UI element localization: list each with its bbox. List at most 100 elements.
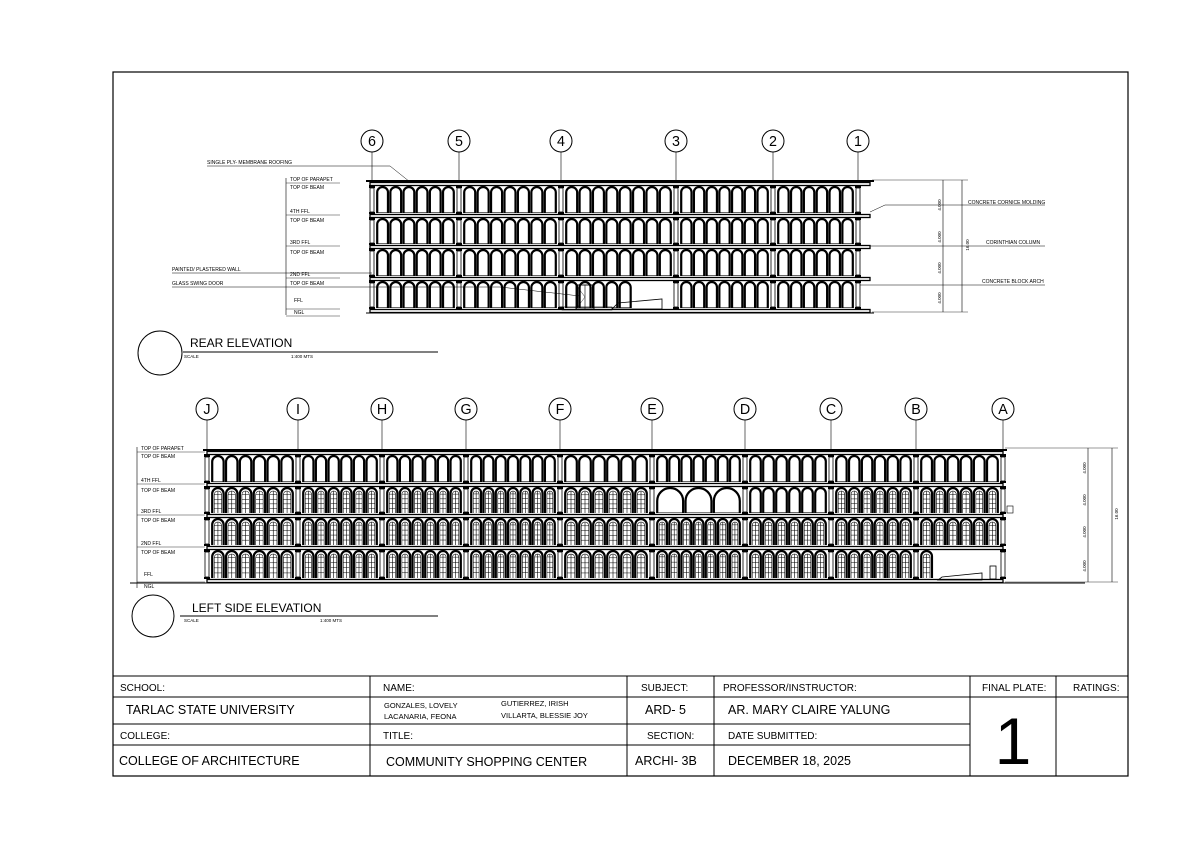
rear-elevation-title: REAR ELEVATION [190, 336, 292, 350]
arch-bay [402, 248, 416, 276]
arch-bay [680, 186, 693, 213]
rear-level-label: 2ND FFL [290, 272, 311, 278]
arch-bay [441, 185, 455, 213]
arch-bay [618, 280, 632, 308]
arch-bay [777, 249, 790, 276]
arch-bay [645, 217, 659, 244]
note-cornice-molding: CONCRETE CORNICE MOLDING [968, 200, 1045, 206]
corinthian-column [673, 248, 679, 277]
rear-level-label: TOP OF PARAPET [290, 177, 333, 183]
arch-bay [402, 185, 416, 213]
arch-bay [631, 217, 646, 244]
arch-bay [860, 550, 874, 578]
arch-bay [449, 454, 462, 482]
arch-bay [692, 248, 706, 276]
student-name: GUTIERREZ, IRISH [501, 699, 569, 708]
arch-bay [314, 455, 328, 482]
arch-bay [415, 217, 429, 244]
arch-bay [631, 185, 646, 213]
arch-bay [428, 249, 442, 276]
arch-bay [828, 185, 842, 213]
arch-bay [340, 454, 353, 482]
arch-bay [802, 186, 816, 213]
corinthian-column [913, 517, 919, 546]
sheet-border [112, 71, 1129, 777]
side-elevation-title: LEFT SIDE ELEVATION [192, 601, 321, 615]
arch-bay [775, 517, 788, 545]
final-plate-label: FINAL PLATE: [982, 683, 1046, 694]
arch-bay [985, 454, 999, 482]
arch-bay [494, 486, 507, 513]
arch-bay [519, 517, 532, 545]
arch-bay [211, 550, 225, 578]
drawing-marker-circle [137, 330, 183, 376]
arch-bay [743, 185, 757, 213]
arch-bay [224, 549, 239, 578]
side-elevation-title-block: LEFT SIDE ELEVATION SCALE 1:400 MTS [131, 594, 438, 638]
arch-bay [899, 487, 912, 513]
arch-bay [743, 217, 757, 244]
arch-bay [801, 486, 814, 513]
arch-bay [704, 549, 717, 578]
arch-bay [543, 517, 556, 545]
arch-bay [815, 281, 829, 308]
rear-level-label: TOP OF BEAM [290, 281, 324, 287]
arch-bay [668, 549, 681, 578]
corinthian-column [558, 185, 564, 214]
arch-bay [494, 549, 507, 578]
side-elevation-building [130, 449, 1085, 584]
arch-bay [506, 454, 520, 482]
arch-bay [463, 185, 477, 213]
arch-bay [788, 549, 801, 578]
arch-bay [302, 517, 315, 545]
corinthian-column [855, 280, 861, 309]
side-level-label: 3RD FFL [141, 509, 162, 515]
arch-bay [777, 281, 790, 308]
arch-bay [788, 486, 801, 513]
title-block-text: SCHOOL: TARLAC STATE UNIVERSITY COLLEGE:… [119, 683, 1119, 778]
arch-bay [476, 218, 490, 244]
arch-bay [841, 186, 854, 213]
arch-bay [692, 280, 706, 308]
arch-bay [656, 549, 669, 578]
arch-bay [815, 186, 829, 213]
arch-bay [899, 518, 912, 545]
arch-bay [449, 486, 462, 513]
balcony-detail [1006, 505, 1014, 514]
arch-bay [788, 517, 801, 545]
arch-bay [606, 486, 620, 513]
arch-bay [873, 455, 887, 482]
arch-bay [578, 454, 592, 482]
arch-bay [591, 217, 606, 244]
arch-bay [470, 549, 483, 578]
arch-bay [280, 455, 294, 482]
rear-level-label: 3RD FFL [290, 240, 311, 246]
arch-bay [489, 248, 504, 276]
arch-bay [476, 249, 490, 276]
corinthian-column [295, 486, 301, 514]
corinthian-column [463, 486, 469, 514]
arch-bay [730, 281, 744, 308]
arch-bay [415, 185, 429, 213]
arch-bay [428, 186, 442, 213]
section-value: ARCHI- 3B [635, 754, 697, 768]
arch-bay [680, 281, 693, 308]
arch-bay [592, 486, 606, 513]
arch-bay [777, 186, 790, 213]
corinthian-column [369, 185, 375, 214]
corinthian-column [557, 486, 563, 514]
rear-right-notes: CONCRETE CORNICE MOLDING CORINTHIAN COLU… [860, 200, 1045, 286]
side-dim-text: 4.000 [1082, 462, 1087, 474]
arch-bay [327, 549, 340, 578]
arch-bay [463, 280, 477, 308]
corinthian-column [379, 517, 385, 546]
arch-bay [835, 518, 848, 545]
rear-level-label: 4TH FFL [290, 209, 310, 215]
student-name: GONZALES, LOVELY [384, 701, 458, 710]
section-label: SECTION: [647, 731, 694, 742]
arch-bay [530, 186, 544, 213]
arch-bay [436, 518, 450, 545]
arch-bay [543, 185, 557, 213]
arch-bay [618, 217, 632, 244]
grid-label: 6 [368, 134, 376, 150]
